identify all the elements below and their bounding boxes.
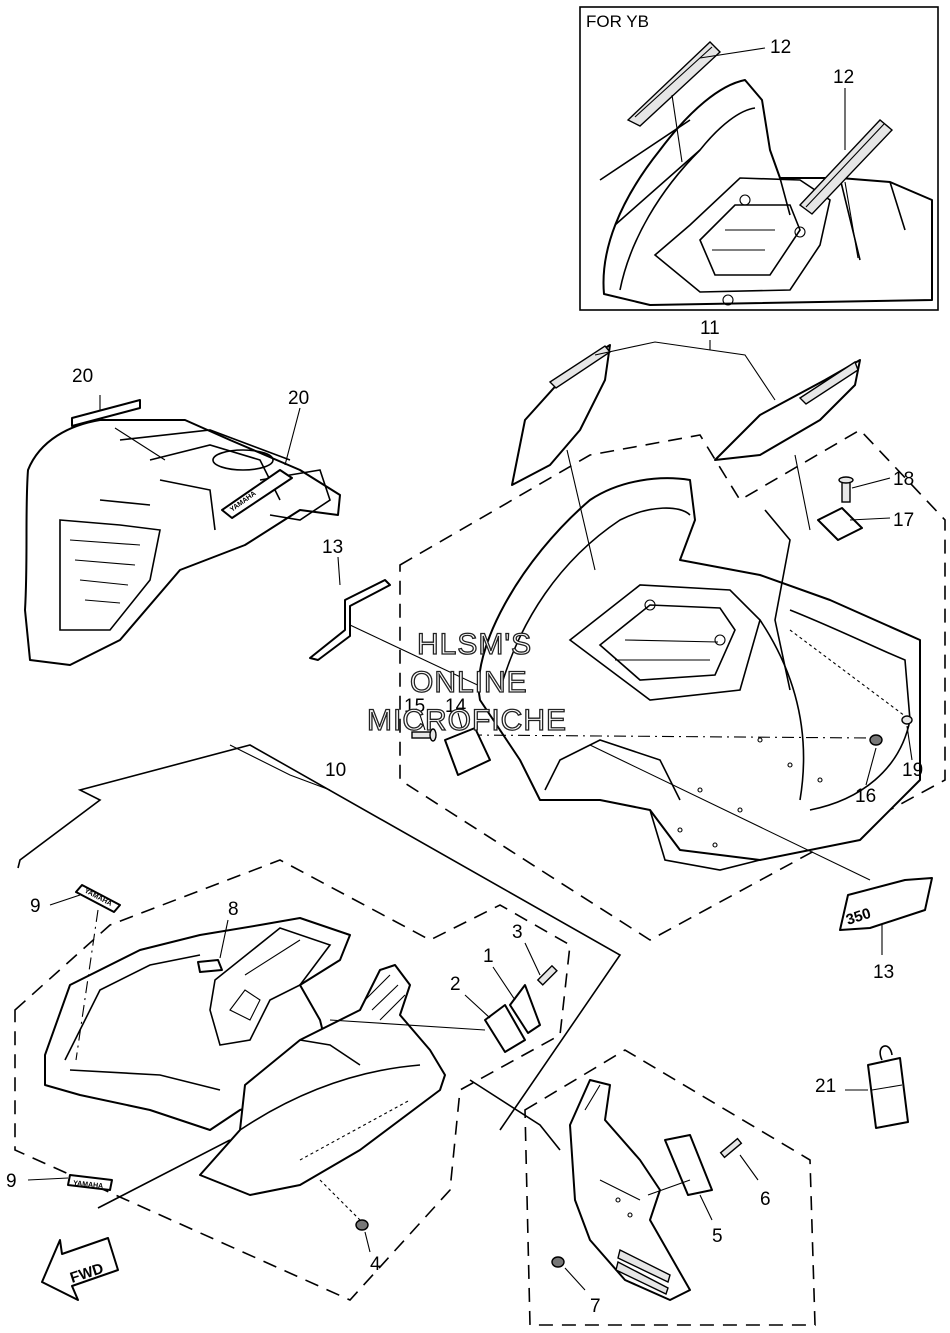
bolt-3 bbox=[536, 964, 558, 986]
callout-8: 8 bbox=[228, 899, 239, 920]
watermark-line1: HLSM'S bbox=[417, 628, 532, 661]
rear-fender-group-boundary bbox=[399, 428, 946, 941]
callout-9b: 9 bbox=[6, 1171, 17, 1192]
mud-flap bbox=[569, 1079, 691, 1301]
callout-20b: 20 bbox=[288, 388, 309, 409]
decal-11-right bbox=[714, 359, 861, 461]
callout-7: 7 bbox=[590, 1296, 601, 1317]
stripe-decal-right bbox=[798, 119, 894, 215]
model-badge-13: 350 bbox=[839, 877, 933, 931]
callout-4: 4 bbox=[370, 1254, 381, 1275]
bolt-15 bbox=[411, 728, 437, 742]
plate-5 bbox=[664, 1134, 713, 1196]
rear-fender bbox=[477, 477, 921, 871]
grommet-4 bbox=[355, 1219, 369, 1231]
callout-20a: 20 bbox=[72, 366, 93, 387]
tank-cover: YAMAHA bbox=[24, 419, 341, 666]
callout-1: 1 bbox=[483, 946, 494, 967]
mud-flap-boundary bbox=[524, 1049, 816, 1326]
tag-21 bbox=[867, 1045, 909, 1129]
callout-14: 14 bbox=[445, 696, 467, 717]
front-fender-boundary bbox=[14, 859, 571, 1301]
callout-10: 10 bbox=[325, 760, 346, 781]
callout-6: 6 bbox=[760, 1189, 771, 1210]
bolt-6 bbox=[719, 1137, 743, 1159]
watermark-line2: ONLINE bbox=[410, 666, 528, 699]
grommet-16 bbox=[869, 734, 883, 746]
callout-15: 15 bbox=[404, 696, 425, 717]
decal-13-small bbox=[309, 579, 391, 661]
front-group-boundary bbox=[17, 744, 622, 1131]
decal-8 bbox=[197, 959, 223, 973]
plate-2 bbox=[484, 1004, 526, 1053]
decal-11-left bbox=[511, 344, 612, 486]
callout-3: 3 bbox=[512, 922, 523, 943]
inset-caption: FOR YB bbox=[586, 12, 649, 31]
callout-13b: 13 bbox=[873, 962, 894, 983]
callout-21: 21 bbox=[815, 1076, 836, 1097]
callout-11: 11 bbox=[700, 318, 720, 339]
decal-20-strip bbox=[71, 399, 141, 427]
callout-2: 2 bbox=[450, 974, 461, 995]
model-badge-text: 350 bbox=[844, 905, 873, 929]
bolt-18 bbox=[838, 476, 854, 503]
watermark: HLSM'S ONLINE MICROFICHE bbox=[366, 627, 567, 737]
callout-5: 5 bbox=[712, 1226, 723, 1247]
fwd-arrow: FWD bbox=[41, 1237, 119, 1301]
inset-for-yb: FOR YB 12 12 bbox=[579, 6, 939, 311]
grommet-19 bbox=[901, 715, 913, 725]
callout-18: 18 bbox=[893, 469, 914, 490]
grommet-7 bbox=[551, 1256, 565, 1268]
front-fender-right bbox=[199, 964, 446, 1196]
yamaha-decal-9a: YAMAHA bbox=[75, 884, 121, 913]
callout-16: 16 bbox=[855, 786, 876, 807]
inset-rear-fender bbox=[599, 79, 933, 306]
plate-1 bbox=[509, 984, 541, 1034]
yamaha-decal-9b: YAMAHA bbox=[67, 1174, 113, 1191]
watermark-line3: MICROFICHE bbox=[367, 704, 567, 737]
callout-9a: 9 bbox=[30, 896, 41, 917]
callout-12a: 12 bbox=[770, 37, 791, 58]
callout-12b: 12 bbox=[833, 67, 854, 88]
inset-frame bbox=[579, 6, 939, 311]
yamaha-decal-9b-text: YAMAHA bbox=[73, 1180, 104, 1190]
stripe-decal-left bbox=[626, 41, 722, 127]
yamaha-tank-decal bbox=[221, 469, 293, 519]
callout-17: 17 bbox=[893, 510, 914, 531]
callout-13a: 13 bbox=[322, 537, 343, 558]
callout-19: 19 bbox=[902, 760, 923, 781]
plate-17 bbox=[817, 507, 863, 541]
plate-14 bbox=[444, 727, 491, 776]
